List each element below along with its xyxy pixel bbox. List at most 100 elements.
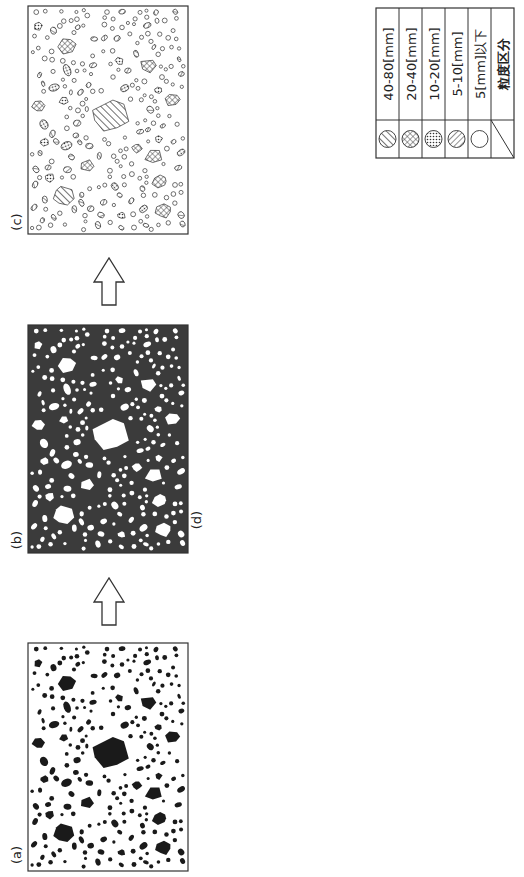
particle <box>49 368 54 373</box>
binary-panel <box>28 325 188 553</box>
particle <box>173 838 177 842</box>
particle <box>166 35 171 40</box>
particle <box>52 775 60 783</box>
particle <box>72 31 76 35</box>
particle <box>157 542 161 546</box>
table-cell: 20-40[mm] <box>404 27 417 100</box>
particle <box>139 219 143 223</box>
particle <box>51 706 55 710</box>
particle <box>34 647 39 652</box>
particle <box>115 694 123 701</box>
particle <box>45 811 54 819</box>
particle <box>110 818 120 828</box>
particle <box>51 69 55 73</box>
particle <box>164 783 169 788</box>
particle <box>90 36 97 41</box>
particle <box>39 536 45 543</box>
particle <box>91 691 95 695</box>
particle <box>65 126 70 131</box>
particle <box>45 36 49 40</box>
particle <box>155 204 170 218</box>
particle <box>72 78 76 82</box>
particle <box>120 344 125 349</box>
particle <box>157 433 161 437</box>
particle <box>179 182 183 186</box>
particle <box>76 108 81 113</box>
legend-symbol <box>379 131 396 148</box>
particle <box>181 774 184 777</box>
particle <box>72 715 76 719</box>
particle <box>60 176 63 179</box>
table-cell: 40-80[mm] <box>381 27 394 100</box>
particle <box>143 413 146 416</box>
particle <box>145 764 151 770</box>
particle <box>83 706 86 709</box>
particle <box>75 388 79 392</box>
particle <box>49 686 54 691</box>
particle <box>145 15 149 19</box>
particle <box>97 211 105 218</box>
particle <box>61 715 64 718</box>
particle <box>108 812 112 816</box>
particle <box>132 144 143 153</box>
particle <box>38 755 50 767</box>
particle <box>50 57 55 62</box>
particle <box>157 223 161 227</box>
particle <box>179 509 183 513</box>
particle <box>174 483 183 490</box>
particle <box>67 153 75 161</box>
particle <box>156 52 161 57</box>
particle <box>75 17 80 22</box>
particle <box>75 329 78 332</box>
particle <box>116 829 123 836</box>
particle <box>103 653 107 657</box>
particle <box>90 355 97 360</box>
particle <box>116 511 123 518</box>
particle <box>72 842 77 849</box>
particle <box>138 329 142 333</box>
particle <box>169 383 173 387</box>
particle <box>164 68 167 71</box>
particle <box>84 136 88 140</box>
particle <box>61 656 66 661</box>
particle <box>115 796 119 800</box>
particle <box>43 646 47 650</box>
particle <box>151 44 156 50</box>
particle <box>160 712 165 717</box>
particle <box>156 136 163 143</box>
particle <box>33 34 37 38</box>
particle <box>147 140 150 143</box>
particle <box>172 645 179 652</box>
particle <box>48 402 60 411</box>
particle <box>129 172 134 177</box>
particle <box>71 812 76 817</box>
particle <box>153 100 157 104</box>
particle <box>170 45 174 49</box>
particle <box>153 737 157 741</box>
particle <box>61 78 64 81</box>
particle <box>130 720 134 724</box>
particle <box>82 228 86 232</box>
particle <box>166 672 171 677</box>
particle <box>113 672 121 680</box>
particle <box>103 16 107 20</box>
particle <box>34 10 39 15</box>
particle <box>71 698 75 702</box>
particle <box>30 863 33 866</box>
particle <box>158 669 162 673</box>
particle <box>128 834 135 842</box>
particle <box>35 22 43 30</box>
particle <box>106 779 110 783</box>
particle <box>106 142 110 146</box>
particle <box>85 744 88 749</box>
particle <box>179 827 183 831</box>
particle <box>152 193 157 198</box>
particle <box>99 88 104 93</box>
particle <box>85 400 92 407</box>
particle <box>72 524 77 531</box>
particle <box>153 9 160 16</box>
particle <box>142 398 147 403</box>
particle <box>149 358 153 362</box>
particle <box>129 491 134 496</box>
particle <box>71 380 75 384</box>
